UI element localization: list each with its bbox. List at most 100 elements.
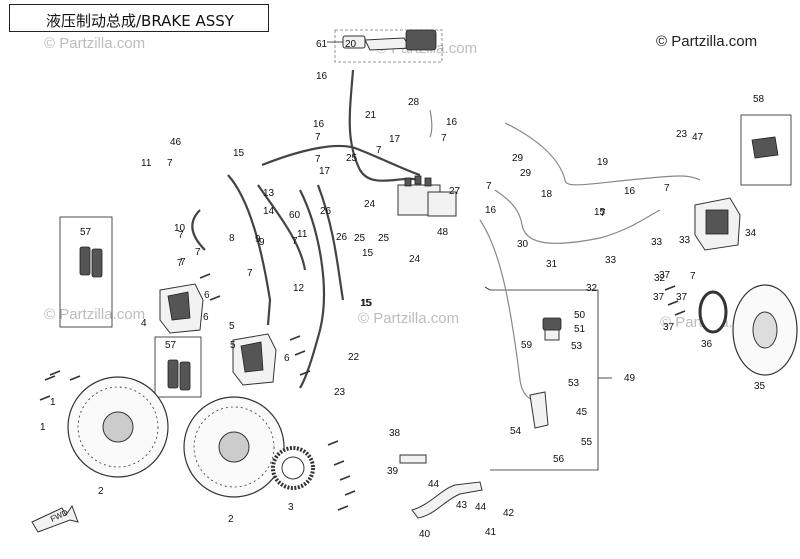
callout-label: 33: [651, 237, 663, 248]
callout-label: 6: [204, 290, 210, 301]
bolt: [299, 370, 311, 376]
callout-label: 17: [389, 134, 401, 145]
watermark: © Partzilla.com: [656, 33, 758, 50]
callout-label: 6: [284, 353, 290, 364]
callout-label: 5: [230, 340, 236, 351]
callout-label: 42: [503, 508, 515, 519]
title-box: 液压制动总成/BRAKE ASSY: [9, 4, 269, 32]
callout-label: 22: [348, 352, 360, 363]
callout-label: 7: [441, 133, 447, 144]
callout-label: 14: [263, 206, 275, 217]
callout-label: 29: [512, 153, 524, 164]
callout-label: 59: [521, 340, 533, 351]
callout-label: 25: [346, 153, 358, 164]
bolt: [44, 375, 56, 381]
callout-label: 16: [316, 71, 328, 82]
callout-label: 53: [568, 378, 580, 389]
callout-label: 16: [624, 186, 636, 197]
callout-label: 45: [576, 407, 588, 418]
callout-label: 1: [50, 397, 56, 408]
callout-label: 16: [446, 117, 458, 128]
bolt: [674, 310, 686, 316]
callout-label: 60: [289, 210, 301, 221]
diagram-title: 液压制动总成/BRAKE ASSY: [46, 12, 234, 30]
callout-label: 8: [229, 233, 235, 244]
callout-label: 41: [485, 527, 497, 538]
callout-label: 26: [320, 206, 332, 217]
callout-label: 7: [486, 181, 492, 192]
callout-label: 39: [387, 466, 399, 477]
bolt: [69, 375, 81, 381]
callout-label: 21: [365, 110, 377, 121]
callout-label: 7: [292, 236, 298, 247]
callout-label: 7: [376, 145, 382, 156]
bolt: [667, 300, 679, 306]
callout-label: 25: [378, 233, 390, 244]
callout-label: 15: [360, 298, 372, 309]
callout-label: 19: [597, 157, 609, 168]
callout-label: 24: [364, 199, 376, 210]
callout-label: 33: [679, 235, 691, 246]
callout-label: 27: [449, 186, 461, 197]
callout-label: 24: [409, 254, 421, 265]
callout-label: 53: [571, 341, 583, 352]
callout-label: 5: [229, 321, 235, 332]
bolt: [344, 490, 356, 496]
callout-label: 56: [553, 454, 565, 465]
callout-label: 29: [520, 168, 532, 179]
bolt: [209, 295, 221, 301]
callout-label: 40: [419, 529, 431, 540]
callout-label: 7: [690, 271, 696, 282]
callout-label: 61: [316, 39, 328, 50]
callout-label: 7: [247, 268, 253, 279]
callout-label: 17: [319, 166, 331, 177]
callout-label: 11: [141, 158, 152, 169]
bolt: [294, 350, 306, 356]
bolt: [327, 440, 339, 446]
callout-label: 11: [297, 229, 308, 240]
callout-label: 25: [354, 233, 366, 244]
callout-label: 4: [141, 318, 147, 329]
callout-label: 7: [180, 257, 186, 268]
callout-label: 16: [485, 205, 497, 216]
callout-label: 23: [334, 387, 346, 398]
callout-label: 57: [165, 340, 177, 351]
callout-label: 15: [233, 148, 245, 159]
callout-label: 47: [692, 132, 704, 143]
callout-label: 43: [456, 500, 468, 511]
callout-label: 23: [676, 129, 688, 140]
watermark: © Partzilla.com: [44, 306, 146, 323]
bolt: [49, 370, 61, 376]
callout-label: 28: [408, 97, 420, 108]
callout-label: 37: [659, 270, 671, 281]
watermark: © Partzilla.com: [358, 310, 460, 327]
callout-label: 7: [664, 183, 670, 194]
callout-label: 2: [98, 486, 104, 497]
callout-label: 50: [574, 310, 586, 321]
callout-label: 7: [177, 258, 183, 269]
callout-label: 26: [336, 232, 348, 243]
callout-label: 55: [581, 437, 593, 448]
callout-label: 20: [345, 39, 357, 50]
callout-label: 15: [362, 248, 374, 259]
bolt: [39, 395, 51, 401]
callout-label: 7: [315, 132, 321, 143]
callout-label: 9: [255, 234, 261, 245]
callout-label: 3: [288, 502, 294, 513]
callout-label: 15: [361, 298, 373, 309]
callout-label: 35: [754, 381, 766, 392]
callout-label: 54: [510, 426, 522, 437]
callout-label: 37: [663, 322, 675, 333]
callout-label: 51: [574, 324, 586, 335]
bolt: [337, 505, 349, 511]
callout-label: 44: [475, 502, 487, 513]
callout-label: 34: [745, 228, 757, 239]
callout-label: 38: [389, 428, 401, 439]
callout-label: 7: [195, 247, 201, 258]
callout-label: 1: [40, 422, 46, 433]
callout-label: 15: [594, 207, 606, 218]
callout-label: 49: [624, 373, 636, 384]
callout-label: 7: [167, 158, 173, 169]
callout-label: 37: [653, 292, 665, 303]
